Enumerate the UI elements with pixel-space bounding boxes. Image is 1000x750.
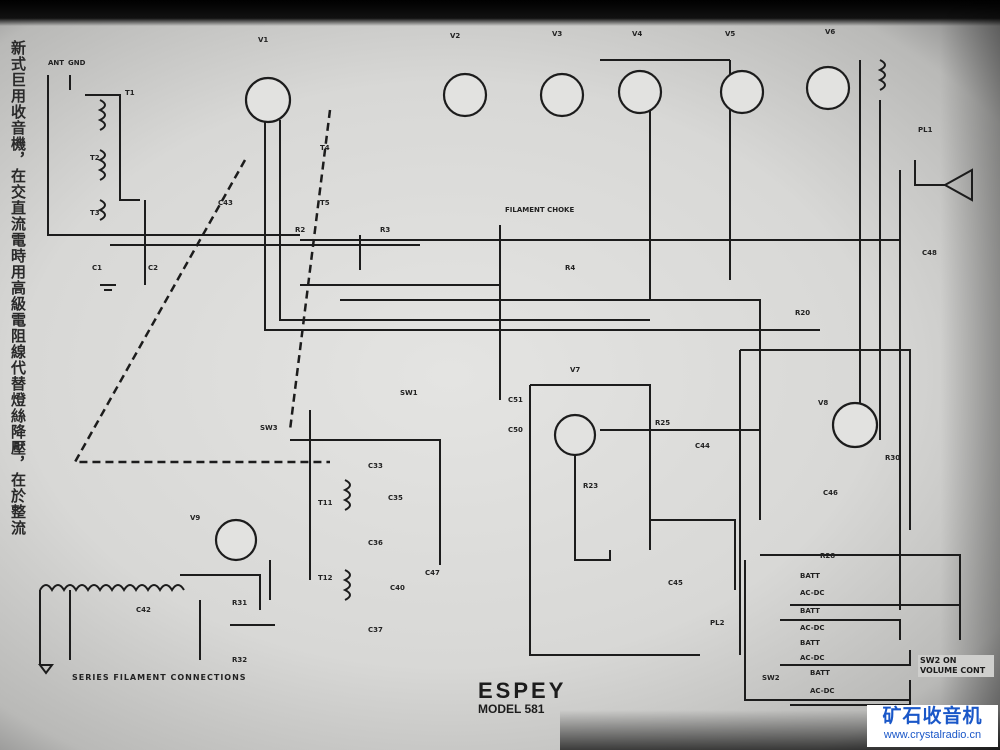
wiring (39, 59, 961, 706)
label-c50: C50 (508, 426, 523, 434)
tube-v6 (805, 65, 851, 111)
title-block: ESPEY MODEL 581 (478, 678, 566, 716)
tube-label: V6 (825, 28, 835, 36)
label-c35: C35 (388, 494, 403, 502)
watermark-chinese: 矿石收音机 (882, 705, 983, 727)
gang-tuning-link (72, 109, 332, 464)
tube-v1 (244, 76, 292, 124)
filament-caption: SERIES FILAMENT CONNECTIONS (72, 673, 247, 682)
model-number: MODEL 581 (478, 702, 545, 716)
tube-label: V5 (725, 30, 735, 38)
label-t5: T5 (320, 199, 330, 207)
label-r30: R30 (885, 454, 900, 462)
label-r2: R2 (295, 226, 305, 234)
coils (39, 59, 886, 601)
speaker-icon (914, 160, 973, 202)
label-t11: T11 (318, 499, 333, 507)
label-ac-dc: AC-DC (800, 654, 825, 662)
label-c36: C36 (368, 539, 383, 547)
label-sw3: SW3 (260, 424, 278, 432)
label-t2: T2 (90, 154, 100, 162)
label-r4: R4 (565, 264, 575, 272)
tube-v2 (442, 72, 488, 118)
tube-v7 (553, 413, 597, 457)
label-r32: R32 (232, 656, 247, 664)
brand-name: ESPEY (478, 678, 567, 703)
label-c46: C46 (823, 489, 838, 497)
tube-label: V4 (632, 30, 642, 38)
tube-label: V8 (818, 399, 828, 407)
label-t12: T12 (318, 574, 333, 582)
label-ant: ANT (48, 59, 64, 67)
tube-v5 (719, 69, 765, 115)
label-gnd: GND (68, 59, 86, 67)
label-r25: R25 (655, 419, 670, 427)
label-pl2: PL2 (710, 619, 725, 627)
label-t3: T3 (90, 209, 100, 217)
label-c1: C1 (92, 264, 102, 272)
label-c43: C43 (218, 199, 233, 207)
ground-icon (38, 284, 116, 675)
label-c45: C45 (668, 579, 683, 587)
label-t1: T1 (125, 89, 135, 97)
tube-v4 (617, 69, 663, 115)
tube-label: V3 (552, 30, 562, 38)
label-sw2: SW2 (762, 674, 780, 682)
tube-label: V7 (570, 366, 580, 374)
label-r31: R31 (232, 599, 247, 607)
label-r3: R3 (380, 226, 390, 234)
label-sw1: SW1 (400, 389, 418, 397)
label-c47: C47 (425, 569, 440, 577)
label-pl1: PL1 (918, 126, 933, 134)
tube-label: V9 (190, 514, 200, 522)
label-c40: C40 (390, 584, 405, 592)
tube-label: V2 (450, 32, 460, 40)
label-c51: C51 (508, 396, 523, 404)
photo-shadow-right (940, 0, 1000, 750)
label-filament-choke: FILAMENT CHOKE (505, 206, 574, 214)
label-c42: C42 (136, 606, 151, 614)
tube-label: V1 (258, 36, 268, 44)
chinese-side-caption: 新式巨用收音機，在交直流電時用高級電阻線代替燈絲降壓，在於整流 (9, 40, 27, 536)
label-c44: C44 (695, 442, 710, 450)
label-r28: R28 (820, 552, 835, 560)
label-batt: BATT (800, 639, 820, 647)
label-c2: C2 (148, 264, 158, 272)
label-t4: T4 (320, 144, 330, 152)
label-r23: R23 (583, 482, 598, 490)
label-batt: BATT (810, 669, 830, 677)
label-ac-dc: AC-DC (800, 624, 825, 632)
photo-shadow-top (0, 0, 1000, 26)
watermark-logo: 矿石收音机 www.crystalradio.cn (867, 705, 998, 747)
watermark-url: www.crystalradio.cn (883, 729, 982, 741)
label-c33: C33 (368, 462, 383, 470)
tube-v9 (214, 518, 258, 562)
label-batt: BATT (800, 607, 820, 615)
label-r20: R20 (795, 309, 810, 317)
label-batt: BATT (800, 572, 820, 580)
label-c48: C48 (922, 249, 937, 257)
tube-v8 (831, 401, 879, 449)
label-c37: C37 (368, 626, 383, 634)
label-ac-dc: AC-DC (800, 589, 825, 597)
tube-v3 (539, 72, 585, 118)
label-ac-dc: AC-DC (810, 687, 835, 695)
label-sw2-note: SW2 ON VOLUME CONT (918, 655, 994, 677)
